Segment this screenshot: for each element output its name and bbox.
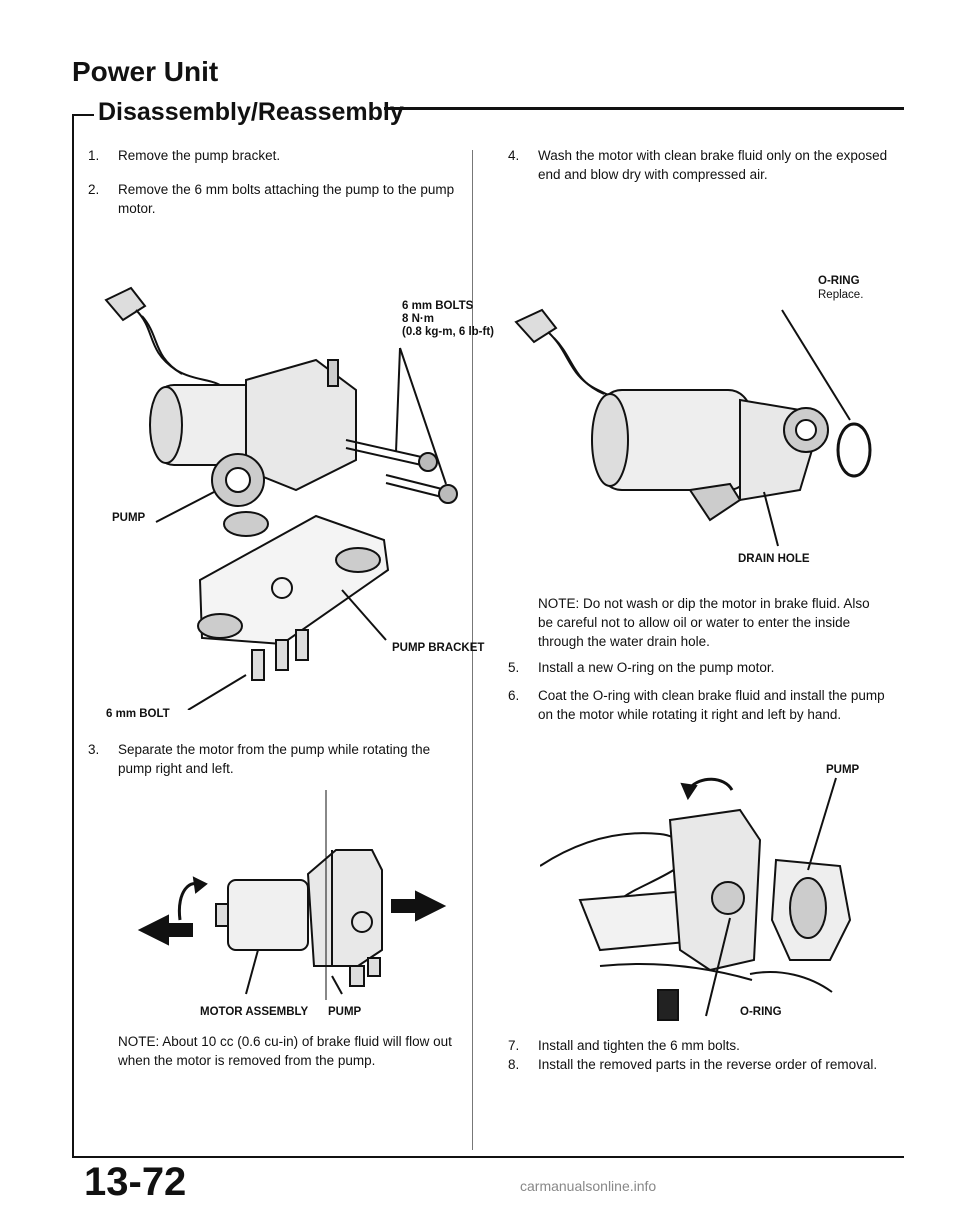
section-title: Disassembly/Reassembly xyxy=(98,98,404,126)
step-8: 8. Install the removed parts in the reve… xyxy=(508,1057,878,1072)
pump-label: PUMP xyxy=(112,512,146,524)
step-5: 5. Install a new O-ring on the pump moto… xyxy=(508,660,775,675)
note-do-not-wash: NOTE: Do not wash or dip the motor in br… xyxy=(538,596,870,649)
step-6: 6. Coat the O-ring with clean brake flui… xyxy=(508,688,885,722)
pump-label-2: PUMP xyxy=(328,1006,362,1018)
section-rule xyxy=(384,107,904,110)
section-bracket-top xyxy=(72,114,94,116)
bolts-label: 6 mm BOLTS 8 N·m (0.8 kg-m, 6 lb-ft) xyxy=(402,300,495,338)
note-brake-fluid: NOTE: About 10 cc (0.6 cu-in) of brake f… xyxy=(118,1034,452,1068)
pump-bracket-diagram xyxy=(104,286,458,710)
oring-label-2: O-RING xyxy=(740,1006,782,1018)
install-pump-diagram xyxy=(540,777,852,1021)
column-divider xyxy=(472,150,473,1150)
pump-label-3: PUMP xyxy=(826,764,860,776)
bolt-label: 6 mm BOLT xyxy=(106,708,170,720)
bottom-rule xyxy=(72,1156,904,1158)
page-number: 13-72 xyxy=(84,1160,187,1204)
watermark: carmanualsonline.info xyxy=(520,1178,657,1194)
oring-diagram xyxy=(514,308,872,547)
separation-diagram xyxy=(137,790,447,1000)
step-1: 1. Remove the pump bracket. xyxy=(88,148,281,163)
replace-label: Replace. xyxy=(818,289,864,301)
motor-assembly-label: MOTOR ASSEMBLY xyxy=(200,1006,309,1018)
oring-label: O-RING xyxy=(818,275,860,287)
section-bracket-left xyxy=(72,114,74,1158)
step-3: 3. Separate the motor from the pump whil… xyxy=(88,742,431,776)
step-7: 7. Install and tighten the 6 mm bolts. xyxy=(508,1038,740,1053)
page-title: Power Unit xyxy=(72,56,219,87)
pump-bracket-label: PUMP BRACKET xyxy=(392,642,485,654)
drain-hole-label: DRAIN HOLE xyxy=(738,553,810,565)
step-4: 4. Wash the motor with clean brake fluid… xyxy=(508,148,888,182)
step-2: 2. Remove the 6 mm bolts attaching the p… xyxy=(88,182,455,216)
